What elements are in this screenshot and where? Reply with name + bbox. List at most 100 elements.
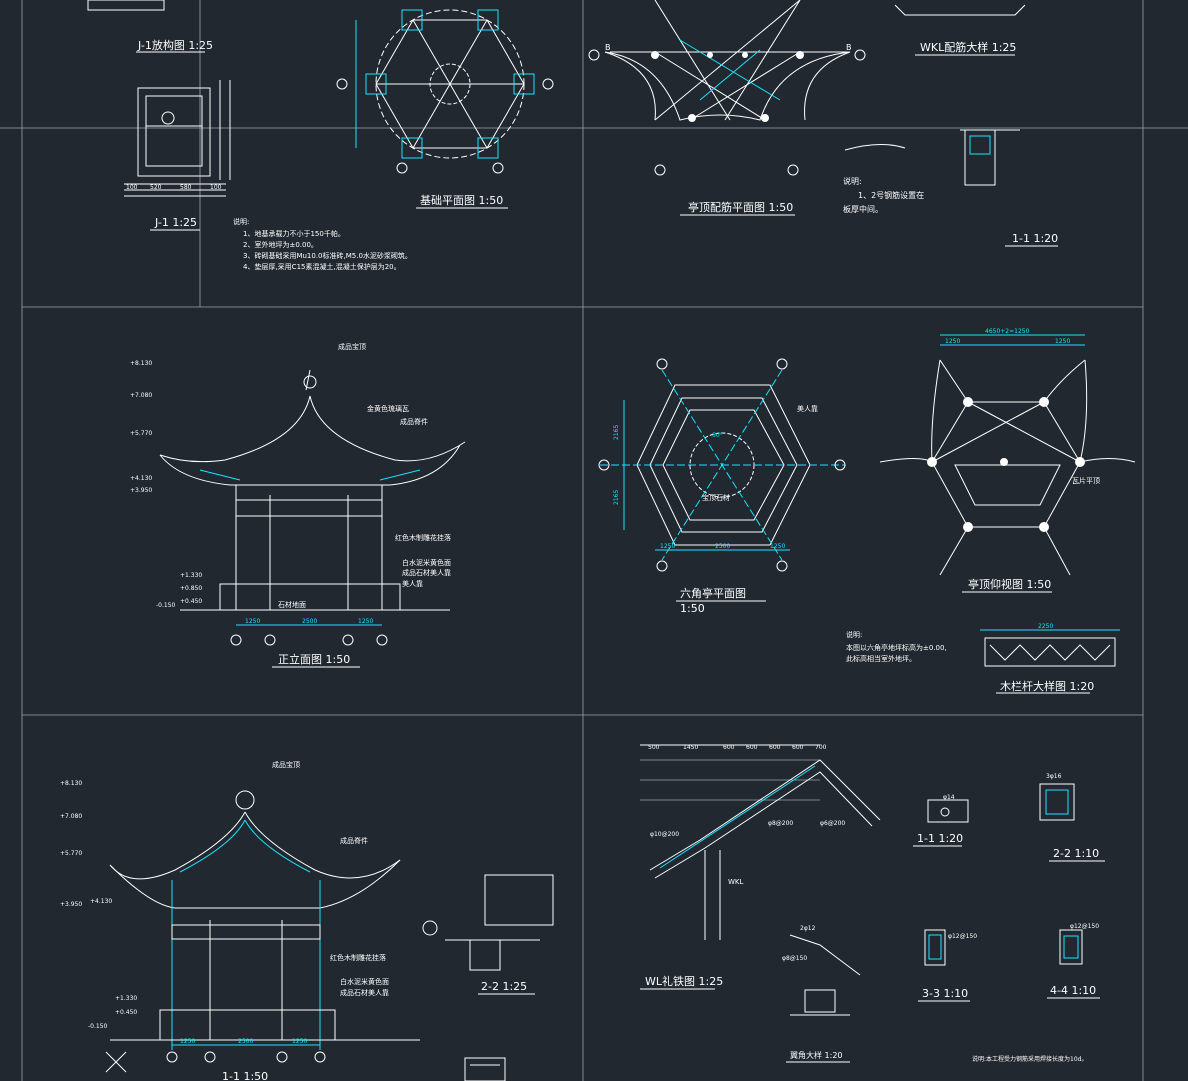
front-elevation-title: 正立面图 1:50 [278,652,350,666]
s11-elev-8: -0.150 [88,1023,108,1030]
j1-dim-3: 580 [180,184,192,191]
hex-dim-v2: 2165 [613,490,620,505]
wl-detail: 500 1450 600 600 600 600 700 WKL φ10@200… [640,744,881,990]
fe-elev-5: +3.950 [130,487,152,494]
foundation-plan-title: 基础平面图 1:50 [420,194,503,207]
sec-3-3-title: 3-3 1:10 [922,987,968,1000]
rb-dim-left: 1250 [945,338,960,345]
hex-dim-mid: 2500 [715,543,730,550]
fe-label-baoding: 成品宝顶 [338,342,366,351]
fe-elev-4: +4.130 [130,475,152,482]
bottom-fragment [464,1057,506,1081]
j1-plan-title: J-1放构图 1:25 [137,38,213,52]
rb-label-tile: 瓦片平顶 [1072,476,1100,485]
hex-dim-v1: 2165 [613,425,620,440]
wl-label: WKL [728,878,744,886]
sec-2-2-small-title: 2-2 1:25 [481,980,527,993]
sec-4-4-title: 4-4 1:10 [1050,984,1096,997]
s11-label-n1: 白水泥米黄色面 [340,977,389,986]
fe-label-ridge: 成品脊件 [400,417,428,426]
s11-label-railing: 红色木制雕花挂落 [330,953,386,962]
fe-elev-6: +1.330 [180,572,202,579]
small-sections: φ14 1-1 1:20 3φ16 2-2 1:10 φ12@150 3-3 1… [913,773,1105,1063]
j1-dim-4: 100 [210,184,222,191]
hex-plan: 1250 2500 1250 2165 2165 60° 美人靠 宝顶石材 六角… [598,358,846,615]
s1-rebar: φ14 [943,794,955,801]
wl-dim-7: 700 [815,744,827,751]
sec-2-2-b-title: 2-2 1:10 [1053,847,1099,860]
fe-label-floor: 石材地面 [278,600,306,609]
hex-notes-railing: 说明: 本图以六角亭地坪标高为±0.00, 此标高相当室外地坪。 2250 木栏… [846,623,1120,694]
s11-label-baoding: 成品宝顶 [272,760,300,769]
railing-title: 木栏杆大样图 1:20 [1000,679,1094,693]
wl-dim-5: 600 [769,744,781,751]
j1-section-title: J-1 1:25 [154,216,197,229]
s11-elev-4: +4.130 [90,898,112,905]
rb-dim-right: 1250 [1055,338,1070,345]
rb-dim-top: 4650+2=1250 [985,328,1030,335]
section-1-1: 1250 2500 1250 +8.130 +7.080 +5.770 +4.1… [60,760,420,1081]
sec-1-1-b-title: 1-1 1:20 [917,832,963,845]
wl-dim-1: 500 [648,744,660,751]
roof-notes-heading: 说明: [843,176,862,186]
roof-rebar-title: 亭顶配筋平面图 1:50 [688,200,793,214]
wl-dim-4: 600 [746,744,758,751]
hex-label-ceiling: 宝顶石材 [702,493,730,502]
wl-rebar-1: φ10@200 [650,831,679,838]
hex-plan-scale: 1:50 [680,602,705,615]
foundation-note-3: 3、砖砌基础采用Mu10.0标准砖,M5.0水泥砂浆砌筑。 [243,251,412,260]
wl-rebar-2: φ8@200 [768,820,793,827]
roof-note-2: 板厚中间。 [843,204,883,214]
s4-rebar: φ12@150 [1070,923,1099,930]
eave-rebar-1: 2φ12 [800,925,816,932]
wkl-title: WKL配筋大样 1:25 [920,40,1016,54]
hex-dim-right: 1250 [770,543,785,550]
foundation-notes-heading: 说明: [233,217,249,226]
j1-dim-1: 100 [126,184,138,191]
fe-dim-right: 1250 [358,618,373,625]
bottom-note: 说明:本工程受力钢筋采用焊接长度为10d。 [972,1055,1087,1063]
fe-label-tile: 金黄色琉璃瓦 [367,404,409,413]
eave-title: 翼角大样 1:20 [790,1050,843,1060]
fe-label-bench3: 美人靠 [402,579,423,588]
fe-dim-mid: 2500 [302,618,317,625]
hex-label-bench: 美人靠 [797,404,818,413]
fe-label-bench2: 成品石材美人靠 [402,568,451,577]
fe-elev-2: +7.080 [130,392,152,399]
wl-dim-3: 600 [723,744,735,751]
wl-title: WL礼铁图 1:25 [645,974,723,988]
roof-note-1: 1、2号钢筋设置在 [858,190,924,200]
fe-elev-7: +0.850 [180,585,202,592]
s11-elev-3: +5.770 [60,850,82,857]
wl-dim-2: 1450 [683,744,698,751]
sec-2-2-small: 2-2 1:25 [422,874,554,995]
j1-plan-detail: J-1放构图 1:25 100 520 580 100 J-1 1:25 [87,0,231,231]
fe-elev-1: +8.130 [130,360,152,367]
hex-note-2: 此标高相当室外地坪。 [846,654,916,663]
axis-b-right: B [846,43,852,52]
fe-label-bench1: 白水泥米黄色面 [402,558,451,567]
hex-plan-title: 六角亭平面图 [680,586,746,600]
s3-rebar: φ12@150 [948,933,977,940]
foundation-notes: 说明: 1、地基承载力不小于150千帕。 2、室外地坪为±0.00。 3、砖砌基… [233,217,412,271]
wkl-detail: WKL配筋大样 1:25 说明: 1、2号钢筋设置在 板厚中间。 1-1 1:2… [843,4,1058,247]
s11-label-n2: 成品石材美人靠 [340,988,389,997]
j1-dim-2: 520 [150,184,162,191]
s11-dim-mid: 2500 [238,1038,253,1045]
roof-bottom-view: 4650+2=1250 1250 1250 瓦片平顶 亭顶仰视图 1:50 [879,328,1136,593]
fe-elev-9: -0.150 [156,602,176,609]
wl-rebar-3: φ6@200 [820,820,845,827]
foundation-note-4: 4、垫层厚,采用C15素混凝土,混凝土保护层为20。 [243,262,401,271]
wl-dim-6: 600 [792,744,804,751]
foundation-plan: 基础平面图 1:50 [336,9,554,209]
eave-rebar-2: φ8@150 [782,955,807,962]
eave-detail: 2φ12 φ8@150 翼角大样 1:20 [782,925,861,1063]
s11-elev-5: +3.950 [60,901,82,908]
foundation-note-1: 1、地基承载力不小于150千帕。 [243,229,345,238]
section-1-1-title: 1-1 1:50 [222,1070,268,1081]
sec-1-1-top-title: 1-1 1:20 [1012,232,1058,245]
s11-elev-7: +0.450 [115,1009,137,1016]
front-elevation: 1250 2500 1250 +8.130 +7.080 +5.770 +4.1… [130,342,466,668]
